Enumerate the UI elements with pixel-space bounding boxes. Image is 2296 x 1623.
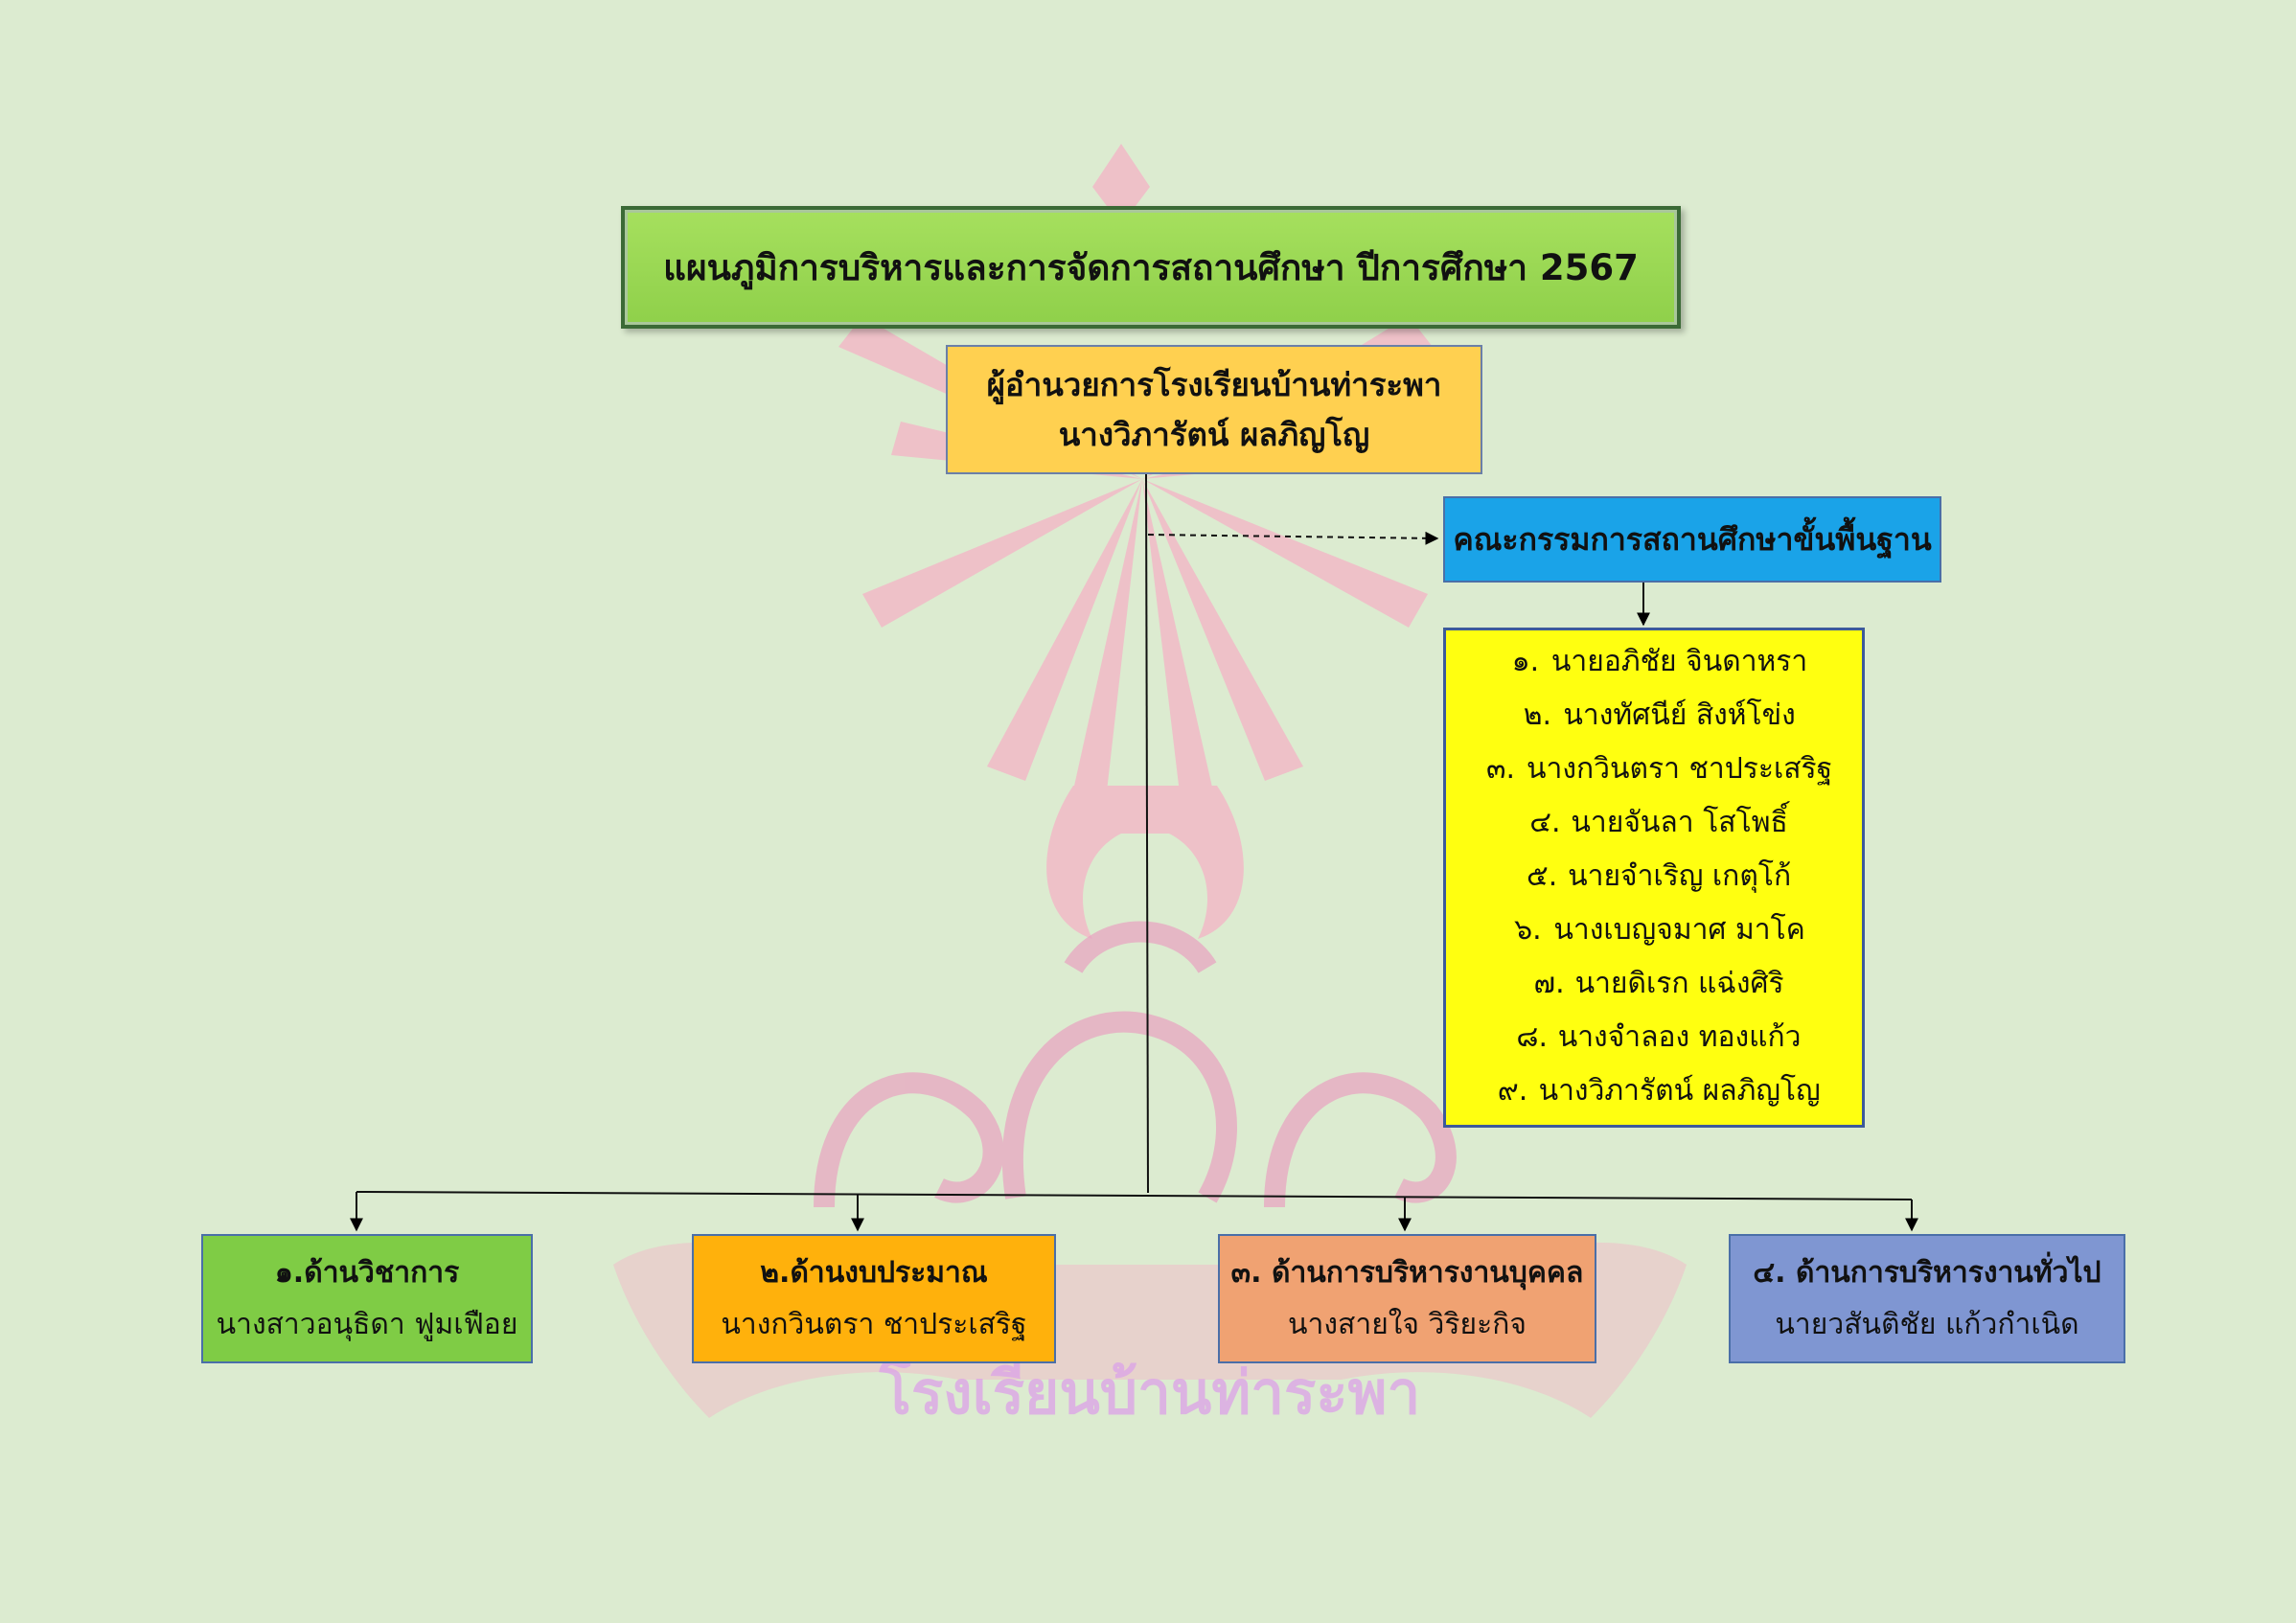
member-number: ๕. bbox=[1526, 859, 1558, 893]
member-name: นายจำเริญ เกตุโก้ bbox=[1568, 859, 1792, 893]
director-box: ผู้อำนวยการโรงเรียนบ้านท่าระพา นางวิภารั… bbox=[946, 345, 1482, 474]
member-name: นางกวินตรา ชาประเสริฐ bbox=[1527, 752, 1833, 786]
chart-title-text: แผนภูมิการบริหารและการจัดการสถานศึกษา ปี… bbox=[663, 246, 1639, 288]
member-name: นางเบญจมาศ มาโค bbox=[1553, 913, 1805, 947]
chart-title: แผนภูมิการบริหารและการจัดการสถานศึกษา ปี… bbox=[621, 206, 1681, 329]
department-academic: ๑.ด้านวิชาการ นางสาวอนุธิดา ฟูมเฟือย bbox=[201, 1234, 533, 1363]
director-trunk-line bbox=[1145, 473, 1149, 1194]
department-title: ๔. ด้านการบริหารงานทั่วไป bbox=[1753, 1255, 2101, 1290]
department-title: ๑.ด้านวิชาการ bbox=[274, 1255, 460, 1290]
member-name: นางวิภารัตน์ ผลภิญโญ bbox=[1538, 1074, 1821, 1108]
member-number: ๑. bbox=[1511, 645, 1540, 678]
department-head: นางสายใจ วิริยะกิจ bbox=[1288, 1307, 1527, 1341]
list-item: ๗. นายดิเรก แฉ่งศิริ bbox=[1475, 957, 1832, 1011]
member-number: ๔. bbox=[1529, 806, 1561, 839]
board-members-box: ๑. นายอภิชัย จินดาหรา ๒. นางทัศนีย์ สิงห์โ… bbox=[1443, 628, 1865, 1128]
board-members-list: ๑. นายอภิชัย จินดาหรา ๒. นางทัศนีย์ สิงห์โ… bbox=[1475, 635, 1832, 1118]
director-position: ผู้อำนวยการโรงเรียนบ้านท่าระพา bbox=[986, 365, 1442, 403]
list-item: ๔. นายจันลา โสโพธิ์ bbox=[1475, 796, 1832, 850]
department-general: ๔. ด้านการบริหารงานทั่วไป นายวสันติชัย แ… bbox=[1729, 1234, 2125, 1363]
list-item: ๖. นางเบญจมาศ มาโค bbox=[1475, 903, 1832, 957]
list-item: ๒. นางทัศนีย์ สิงห์โข่ง bbox=[1475, 689, 1832, 743]
member-number: ๘. bbox=[1516, 1020, 1549, 1054]
director-name: นางวิภารัตน์ ผลภิญโญ bbox=[1058, 415, 1370, 453]
list-item: ๕. นายจำเริญ เกตุโก้ bbox=[1475, 850, 1832, 903]
department-bus-line bbox=[356, 1191, 1913, 1200]
member-name: นางจำลอง ทองแก้ว bbox=[1557, 1020, 1802, 1054]
list-item: ๘.นางจำลอง ทองแก้ว bbox=[1475, 1011, 1832, 1064]
member-name: นายอภิชัย จินดาหรา bbox=[1550, 645, 1808, 678]
member-number: ๙. bbox=[1497, 1074, 1528, 1108]
member-number: ๓. bbox=[1485, 752, 1516, 786]
member-number: ๖. bbox=[1514, 913, 1542, 947]
member-name: นางทัศนีย์ สิงห์โข่ง bbox=[1563, 698, 1796, 732]
list-item: ๓. นางกวินตรา ชาประเสริฐ bbox=[1475, 743, 1832, 796]
member-number: ๗. bbox=[1533, 967, 1565, 1000]
department-personnel: ๓. ด้านการบริหารงานบุคคล นางสายใจ วิริยะ… bbox=[1218, 1234, 1596, 1363]
watermark-school-name: โรงเรียนบ้านท่าระพา bbox=[879, 1358, 1421, 1428]
department-head: นางกวินตรา ชาประเสริฐ bbox=[721, 1307, 1027, 1341]
member-number: ๒. bbox=[1523, 698, 1552, 732]
department-title: ๒.ด้านงบประมาณ bbox=[760, 1255, 988, 1290]
department-budget: ๒.ด้านงบประมาณ นางกวินตรา ชาประเสริฐ bbox=[692, 1234, 1056, 1363]
board-dashed-link bbox=[1147, 531, 1439, 545]
member-name: นายดิเรก แฉ่งศิริ bbox=[1574, 967, 1784, 1000]
department-head: นางสาวอนุธิดา ฟูมเฟือย bbox=[216, 1307, 518, 1341]
board-title: คณะกรรมการสถานศึกษาขั้นพื้นฐาน bbox=[1453, 520, 1932, 558]
department-head: นายวสันติชัย แก้วกำเนิด bbox=[1775, 1307, 2079, 1341]
list-item: ๑. นายอภิชัย จินดาหรา bbox=[1475, 635, 1832, 689]
list-item: ๙. นางวิภารัตน์ ผลภิญโญ bbox=[1475, 1064, 1832, 1118]
board-box: คณะกรรมการสถานศึกษาขั้นพื้นฐาน bbox=[1443, 496, 1941, 583]
department-title: ๓. ด้านการบริหารงานบุคคล bbox=[1230, 1255, 1584, 1290]
member-name: นายจันลา โสโพธิ์ bbox=[1571, 806, 1788, 839]
